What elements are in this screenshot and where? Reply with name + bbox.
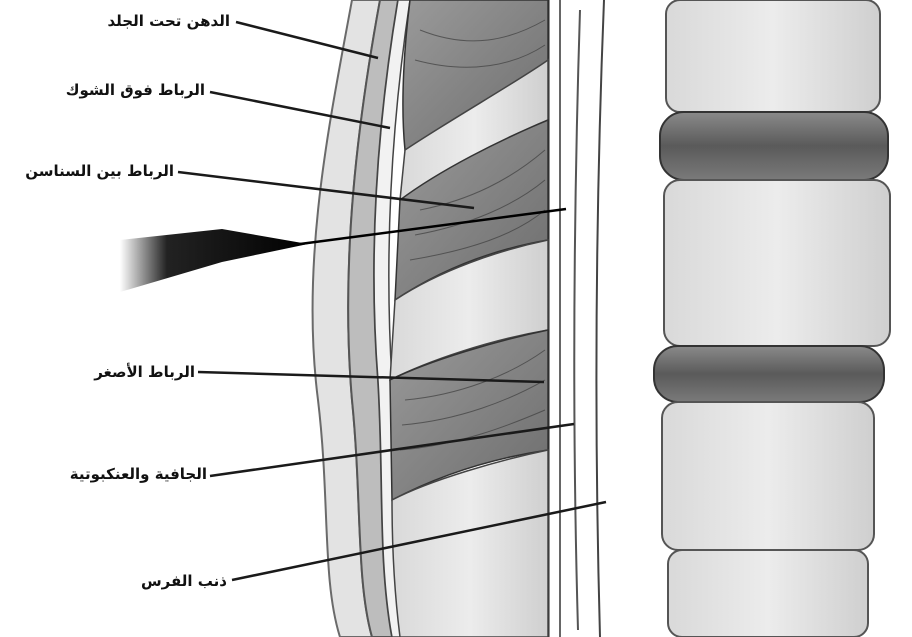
vertebral-column (654, 0, 890, 637)
label-dura-arachnoid: الجافية والعنكبوتية (70, 465, 207, 483)
label-cauda-equina: ذنب الفرس (141, 572, 227, 590)
label-interspinous-ligament: الرباط بين السناسن (25, 162, 174, 180)
label-subcutaneous-fat: الدهن تحت الجلد (108, 12, 230, 30)
label-supraspinous-ligament: الرباط فوق الشوك (66, 81, 205, 99)
spinal-canal (548, 0, 610, 637)
label-ligamentum-flavum: الرباط الأصغر (94, 363, 195, 381)
